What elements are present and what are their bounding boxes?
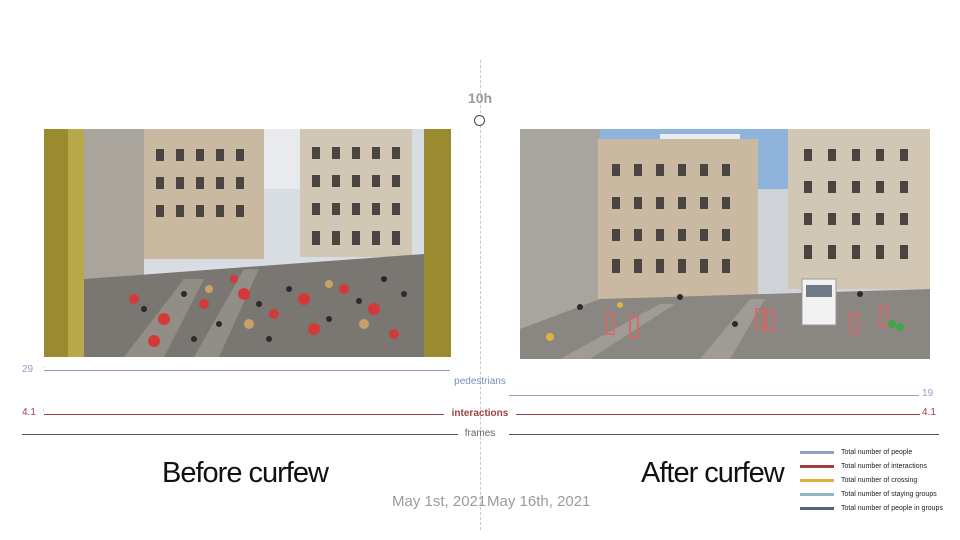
interactions-label: interactions [451,408,509,419]
time-label: 10h [467,90,493,106]
pedestrians-value-before: 29 [22,364,34,375]
pedestrians-value-after: 19 [922,388,934,399]
legend-swatch [800,478,834,482]
after-curfew-date: May 16th, 2021 [487,493,591,510]
frames-line-before [22,434,458,435]
legend-label: Total number of staying groups [841,490,937,498]
legend-swatch [800,464,834,468]
legend-label: Total number of interactions [841,462,927,470]
after-curfew-title: After curfew [641,457,785,489]
legend-swatch [800,492,834,496]
pedestrians-line-before [44,370,450,371]
after-curfew-photo [520,129,930,359]
interactions-line-before [44,414,444,415]
before-curfew-photo [44,129,451,357]
legend-item-people-in-groups: Total number of people in groups [800,501,958,515]
legend: Total number of people Total number of i… [800,445,958,515]
legend-item-total-crossing: Total number of crossing [800,473,958,487]
before-curfew-date: May 1st, 2021 [392,493,487,510]
legend-label: Total number of crossing [841,476,918,484]
before-curfew-title: Before curfew [162,457,329,489]
legend-item-total-interactions: Total number of interactions [800,459,958,473]
legend-swatch [800,506,834,510]
interactions-value-after: 4.1 [922,407,936,418]
legend-label: Total number of people [841,448,913,456]
pedestrians-label: pedestrians [454,376,506,387]
interactions-line-after [516,414,920,415]
pedestrians-tick: ˈ [42,366,45,375]
legend-label: Total number of people in groups [841,504,943,512]
time-marker[interactable] [474,115,485,126]
legend-item-staying-groups: Total number of staying groups [800,487,958,501]
frames-line-after [509,434,939,435]
frames-label: frames [464,428,496,439]
legend-swatch [800,450,834,454]
pedestrians-line-after [509,395,919,396]
legend-item-total-people: Total number of people [800,445,958,459]
interactions-value-before: 4.1 [22,407,36,418]
interactions-tick: ˈ [42,409,45,418]
timeline-divider [480,60,481,530]
